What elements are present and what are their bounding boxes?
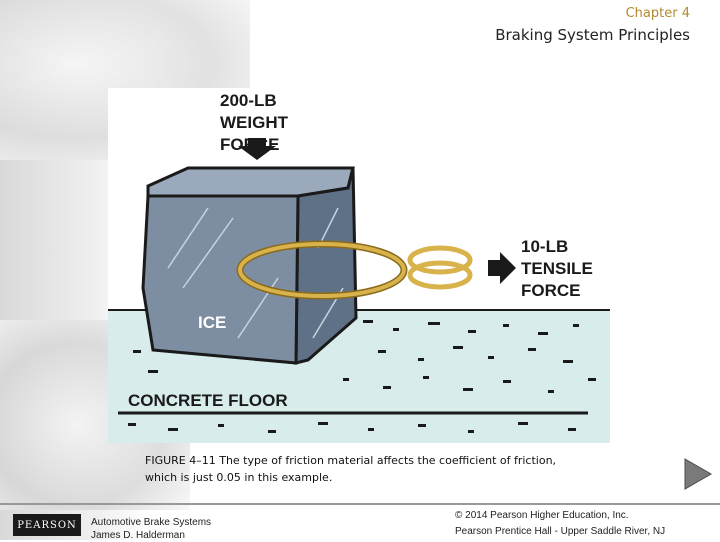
slide-title: Braking System Principles [495,26,690,44]
floor-texture [128,320,596,433]
next-slide-button[interactable] [683,458,713,490]
figure-caption: FIGURE 4–11 The type of friction materia… [145,452,615,486]
floor-label: CONCRETE FLOOR [128,391,288,410]
figure-illustration: 200-LB WEIGHT FORCE 10-LB TENSILE FORCE … [108,88,610,443]
footer-book-info: Automotive Brake Systems James D. Halder… [91,516,211,542]
weight-label-3: FORCE [220,135,280,154]
book-title: Automotive Brake Systems [91,517,212,528]
play-arrow-icon [684,458,713,490]
tensile-arrow-icon [488,252,516,284]
footer-copyright: © 2014 Pearson Higher Education, Inc. Pe… [455,508,665,540]
publisher-text: Pearson Prentice Hall - Upper Saddle Riv… [455,526,666,537]
book-author: James D. Halderman [91,530,185,541]
weight-arrow-icon [238,138,276,160]
ice-label: ICE [198,313,226,332]
caption-line-1: FIGURE 4–11 The type of friction materia… [145,454,557,467]
weight-label-1: 200-LB [220,91,277,110]
caption-line-2: which is just 0.05 in this example. [145,471,333,484]
tensile-label-1: 10-LB [521,237,568,256]
ice-block-front [141,194,300,365]
tensile-label-2: TENSILE [521,259,593,278]
weight-label-2: WEIGHT [220,113,289,132]
tensile-label-3: FORCE [521,281,581,300]
copyright-text: © 2014 Pearson Higher Education, Inc. [455,510,629,521]
scale-ring-top [407,245,473,275]
pearson-logo: PEARSON [13,514,81,536]
friction-diagram: 200-LB WEIGHT FORCE 10-LB TENSILE FORCE … [108,91,610,443]
chapter-label: Chapter 4 [625,6,690,21]
scale-ring-bottom [407,260,473,290]
footer-divider [0,503,720,505]
